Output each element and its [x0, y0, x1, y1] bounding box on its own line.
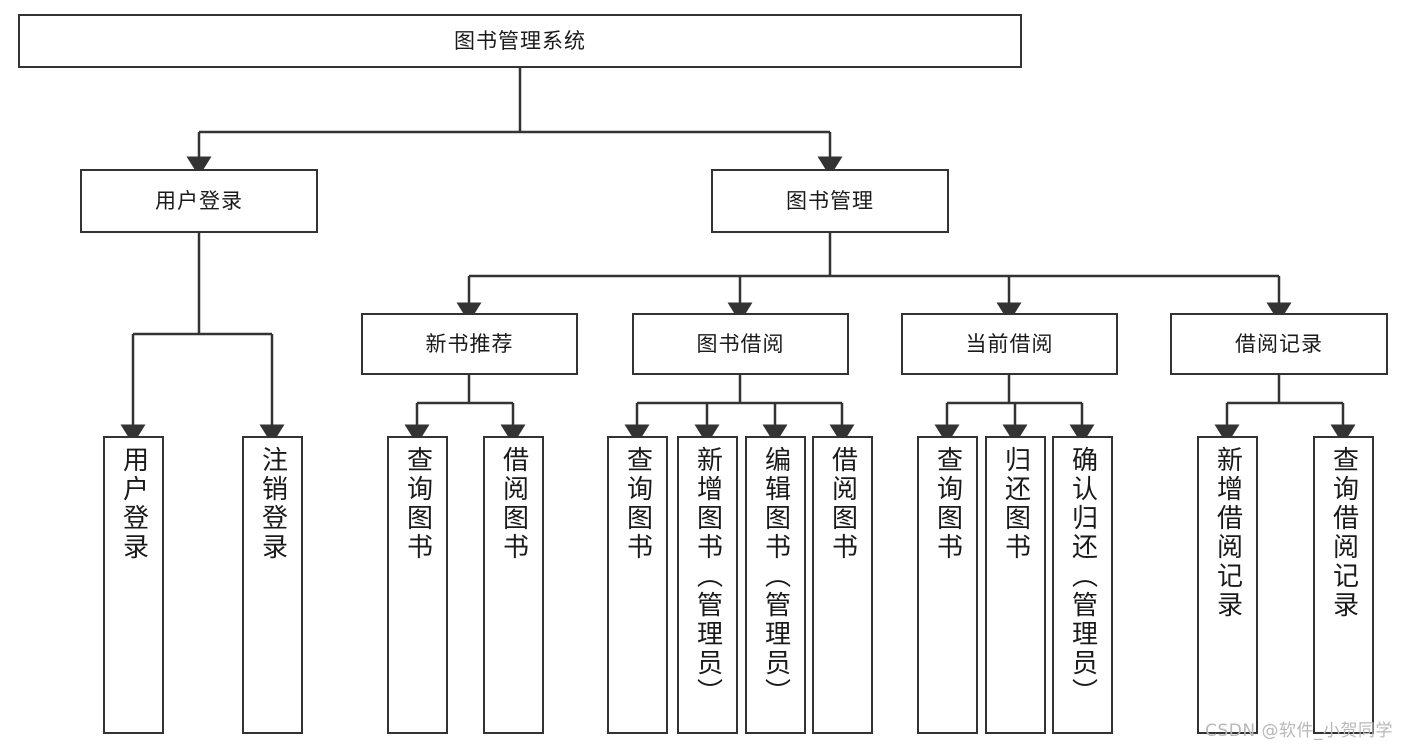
- node-label: 查询图书: [622, 446, 653, 562]
- node-label: 借阅图书: [827, 446, 858, 562]
- leaf-records-add-record[interactable]: 新增借阅记录: [1197, 436, 1258, 734]
- node-label: 查询图书: [932, 446, 963, 562]
- node-label: 图书管理: [786, 188, 874, 213]
- node-user-login[interactable]: 用户登录: [80, 169, 318, 233]
- leaf-recommend-query-book[interactable]: 查询图书: [387, 436, 448, 734]
- node-label: 借阅记录: [1235, 331, 1323, 356]
- node-label: 新增图书（管理员）: [692, 446, 723, 707]
- node-book-borrow[interactable]: 图书借阅: [632, 313, 849, 375]
- node-label: 查询借阅记录: [1328, 446, 1359, 620]
- leaf-current-confirm-return-admin[interactable]: 确认归还（管理员）: [1052, 436, 1113, 734]
- node-label: 用户登录: [155, 188, 243, 213]
- leaf-borrow-edit-book-admin[interactable]: 编辑图书（管理员）: [745, 436, 806, 734]
- node-borrow-records[interactable]: 借阅记录: [1170, 313, 1388, 375]
- node-label: 图书借阅: [696, 331, 785, 356]
- node-label: 图书管理系统: [454, 28, 586, 53]
- leaf-user-login-login[interactable]: 用户登录: [103, 436, 164, 734]
- node-label: 查询图书: [402, 446, 433, 562]
- leaf-current-return-book[interactable]: 归还图书: [985, 436, 1046, 734]
- node-root-book-management-system[interactable]: 图书管理系统: [18, 14, 1022, 68]
- node-label: 归还图书: [1000, 446, 1031, 562]
- node-label: 注销登录: [257, 446, 288, 562]
- csdn-watermark: CSDN @软件_小贺同学: [1205, 721, 1393, 741]
- node-new-book-recommend[interactable]: 新书推荐: [361, 313, 578, 375]
- node-current-borrow[interactable]: 当前借阅: [901, 313, 1118, 375]
- node-label: 当前借阅: [965, 331, 1054, 356]
- leaf-borrow-query-book[interactable]: 查询图书: [607, 436, 668, 734]
- leaf-borrow-add-book-admin[interactable]: 新增图书（管理员）: [677, 436, 738, 734]
- node-book-management[interactable]: 图书管理: [711, 169, 949, 233]
- node-label: 编辑图书（管理员）: [760, 446, 791, 707]
- leaf-current-query-book[interactable]: 查询图书: [917, 436, 978, 734]
- leaf-recommend-borrow-book[interactable]: 借阅图书: [483, 436, 544, 734]
- leaf-user-login-logout[interactable]: 注销登录: [242, 436, 303, 734]
- node-label: 新增借阅记录: [1212, 446, 1243, 620]
- node-label: 用户登录: [118, 446, 149, 562]
- leaf-records-query-record[interactable]: 查询借阅记录: [1313, 436, 1374, 734]
- leaf-borrow-borrow-book[interactable]: 借阅图书: [812, 436, 873, 734]
- node-label: 确认归还（管理员）: [1067, 446, 1098, 707]
- node-label: 新书推荐: [425, 331, 514, 356]
- node-label: 借阅图书: [498, 446, 529, 562]
